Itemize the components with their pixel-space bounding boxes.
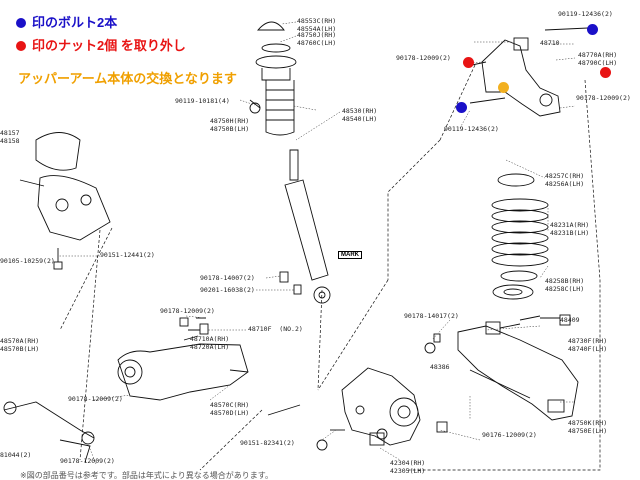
part-label: 48570C(RH) 48570D(LH)	[210, 401, 250, 417]
part-label: 90119-12436(2)	[444, 125, 499, 133]
part-label: 90119-10181(4)	[175, 97, 230, 105]
part-label: 48231A(RH) 48231B(LH)	[550, 221, 590, 237]
part-label: 48750J(RH) 48760C(LH)	[297, 31, 337, 47]
part-label: 90178-14017(2)	[404, 312, 459, 320]
part-label: 48157 48158	[0, 129, 20, 145]
blue-bolt-marker-lower	[456, 102, 467, 113]
red-dot-icon	[16, 41, 26, 51]
part-label: 90119-12436(2)	[558, 10, 613, 18]
blue-dot-icon	[16, 18, 26, 28]
red-nut-marker-upper	[463, 57, 474, 68]
orange-upper-arm-marker	[498, 82, 509, 93]
part-label: 48710A(RH) 48720A(LH)	[190, 335, 230, 351]
red-nut-marker-right	[600, 67, 611, 78]
legend-red: 印のナット2個 を取り外し	[16, 38, 186, 54]
part-label: 48530(RH) 48540(LH)	[342, 107, 378, 123]
part-label: 48258B(RH) 48258C(LH)	[545, 277, 585, 293]
legend-red-text: 印のナット2個 を取り外し	[32, 38, 186, 53]
part-label: 90178-12009(2)	[576, 94, 631, 102]
part-label: 48553C(RH) 48554A(LH)	[297, 17, 337, 33]
part-label: 90178-12009(2)	[68, 395, 123, 403]
part-label: 48770A(RH) 48790C(LH)	[578, 51, 618, 67]
part-label: 90151-82341(2)	[240, 439, 295, 447]
part-label: 90178-12009(2)	[60, 457, 115, 465]
part-label: 48386	[430, 363, 450, 371]
part-label: 48409	[560, 316, 580, 324]
bottom-footnote: ※図の部品番号は参考です。部品は年式により異なる場合があります。	[20, 471, 273, 480]
part-label: 81044(2)	[0, 451, 32, 459]
part-label: 90178-14007(2)	[200, 274, 255, 282]
part-label: 48710	[540, 39, 560, 47]
part-label: 90178-12009(2)	[396, 54, 451, 62]
part-label: 42304(RH) 42305(LH)	[390, 459, 426, 475]
part-label: 48570A(RH) 48570B(LH)	[0, 337, 40, 353]
blue-bolt-marker-upper	[587, 24, 598, 35]
part-label: 90151-12441(2)	[100, 251, 155, 259]
legend-blue-text: 印のボルト2本	[32, 15, 118, 30]
part-label: 48730F(RH) 48740F(LH)	[568, 337, 608, 353]
part-label: 90178-12009(2)	[160, 307, 215, 315]
part-label: 90176-12009(2)	[482, 431, 537, 439]
part-label: 48710F (NO.2)	[248, 325, 303, 333]
upper-arm-note: アッパーアーム本体の交換となります	[18, 71, 237, 86]
part-label: 90105-10259(2)	[0, 257, 55, 265]
part-label: 48750H(RH) 48750B(LH)	[210, 117, 250, 133]
part-label: 48257C(RH) 48256A(LH)	[545, 172, 585, 188]
mark-label: MARK	[338, 251, 362, 259]
part-label: 48750K(RH) 48750E(LH)	[568, 419, 608, 435]
legend-blue: 印のボルト2本	[16, 15, 117, 31]
part-label: 90201-16038(2)	[200, 286, 255, 294]
